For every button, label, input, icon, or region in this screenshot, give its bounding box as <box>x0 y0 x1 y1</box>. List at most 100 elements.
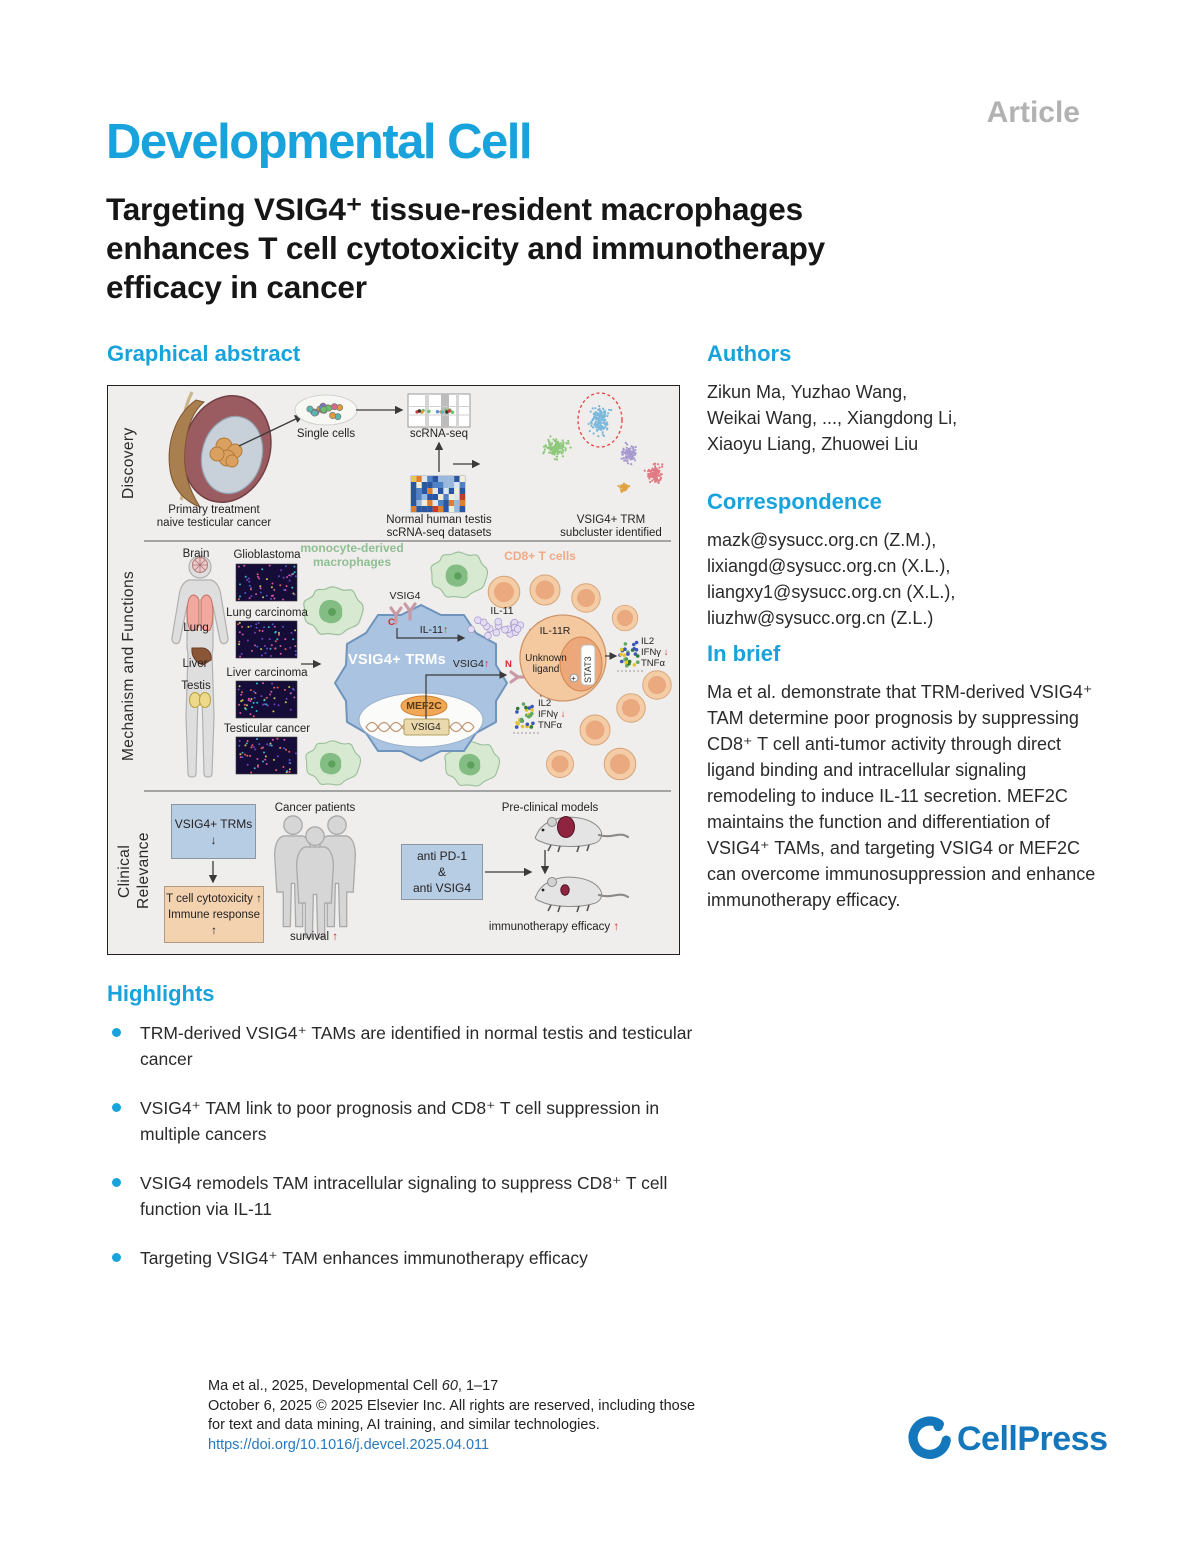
vsig4-trms-box: VSIG4+ TRMs ↓ <box>171 804 256 859</box>
umap-caption: subcluster identified <box>560 527 662 539</box>
il11-up-label: IL-11↑ <box>420 624 448 637</box>
citation-prefix: Ma et al., 2025, Developmental Cell <box>208 1378 442 1394</box>
paper-title: Targeting VSIG4⁺ tissue-resident macroph… <box>106 190 825 307</box>
row-label-mechanism: Mechanism and Functions <box>120 570 137 762</box>
decor-dots-layer <box>237 402 664 774</box>
bullet-icon <box>112 1253 121 1262</box>
highlights-heading: Highlights <box>107 981 215 1006</box>
down-arrow-icon: ↓ <box>663 647 669 658</box>
il2-label: IL2 <box>641 636 655 647</box>
micrograph-label: Lung carcinoma <box>226 607 308 619</box>
ifng-text: IFNγ <box>641 647 662 658</box>
tnfa-label: TNFα <box>641 658 665 669</box>
ifng-text: IFNγ <box>538 709 559 720</box>
in-brief-text: Ma et al. demonstrate that TRM-derived V… <box>707 682 1096 910</box>
highlights-list: TRM-derived VSIG4⁺ TAMs are identified i… <box>107 1020 702 1294</box>
correspondence-emails: mazk@sysucc.org.cn (Z.M.), lixiangd@sysu… <box>707 527 955 631</box>
box-text: VSIG4+ TRMs <box>174 816 253 831</box>
human-body-icon <box>171 555 229 778</box>
citation-volume: 60 <box>441 1378 458 1394</box>
patient-silhouettes <box>273 815 357 939</box>
up-arrow-icon: ↑ <box>442 624 449 636</box>
organ-label-lung: Lung <box>183 622 209 634</box>
author-line: Xiaoyu Liang, Zhuowei Liu <box>707 434 919 454</box>
author-line: Zikun Ma, Yuzhao Wang, <box>707 382 908 402</box>
anti-pd1-vsig4-box: anti PD-1 & anti VSIG4 <box>401 844 483 900</box>
correspondence-email: liuzhw@sysucc.org.cn (Z.L.) <box>707 608 934 628</box>
footer-citation: Ma et al., 2025, Developmental Cell 60, … <box>208 1377 695 1455</box>
up-arrow-icon: ↑ <box>613 921 620 933</box>
immunotherapy-label: immunotherapy efficacy ↑ <box>489 921 619 934</box>
arrow-icon <box>238 415 304 447</box>
highlight-item: VSIG4⁺ TAM link to poor prognosis and CD… <box>107 1095 702 1147</box>
up-arrow-icon: ↑ <box>256 892 262 905</box>
down-arrow-icon: ↓ <box>560 709 566 720</box>
author-line: Weikai Wang, ..., Xiangdong Li, <box>707 408 958 428</box>
micrograph-images <box>235 563 298 775</box>
umap-caption: VSIG4+ TRM <box>576 514 646 526</box>
authors-heading: Authors <box>707 341 792 366</box>
mef2c-oval <box>400 695 448 717</box>
tnfa-label: TNFα <box>538 720 562 731</box>
bullet-icon <box>112 1028 121 1037</box>
rights-line: for text and data mining, AI training, a… <box>208 1417 600 1433</box>
in-brief-heading: In brief <box>707 641 781 666</box>
scrnaseq-label: scRNA-seq <box>409 428 469 440</box>
bullet-icon <box>112 1103 121 1112</box>
il11-secretion-arrow <box>396 628 466 642</box>
stat3-pill <box>580 644 596 686</box>
ifng-label: IFNγ ↓ <box>641 647 668 658</box>
correspondence-heading: Correspondence <box>707 489 882 514</box>
vsig4-expression-arrow <box>425 671 508 719</box>
phospho-icon <box>569 673 579 683</box>
cellpress-logo: CellPress <box>906 1416 1108 1462</box>
brain-icon <box>192 557 208 573</box>
testis-caption: naive testicular cancer <box>156 517 272 529</box>
treated-mouse-icon <box>534 876 630 913</box>
doi-link[interactable]: https://doi.org/10.1016/j.devcel.2025.04… <box>208 1436 490 1453</box>
highlight-item: VSIG4 remodels TAM intracellular signali… <box>107 1170 702 1222</box>
tumor-mouse-icon <box>534 816 630 853</box>
highlight-text: TRM-derived VSIG4⁺ TAMs are identified i… <box>140 1023 693 1069</box>
cd8-tcells-label: CD8+ T cells <box>504 549 576 563</box>
lungs-icon <box>186 594 214 632</box>
vsig4-up-label: VSIG4↑ <box>453 658 489 671</box>
authors-list: Zikun Ma, Yuzhao Wang, Weikai Wang, ...,… <box>707 379 957 457</box>
tumor-icon <box>209 437 243 468</box>
rights-line: October 6, 2025 © 2025 Elsevier Inc. All… <box>208 1397 696 1414</box>
title-line: enhances T cell cytotoxicity and immunot… <box>106 230 825 266</box>
highlight-item: TRM-derived VSIG4⁺ TAMs are identified i… <box>107 1020 702 1072</box>
bullet-icon <box>112 1178 121 1187</box>
mef2c-label: MEF2C <box>406 700 442 712</box>
highlight-text: VSIG4⁺ TAM link to poor prognosis and CD… <box>140 1098 660 1144</box>
c-terminus-label: C <box>388 617 395 628</box>
vsig4-text: VSIG4 <box>452 658 484 670</box>
graphical-abstract-heading: Graphical abstract <box>107 341 301 366</box>
down-arrow-icon: ↓ <box>210 832 217 847</box>
tcell-response-box: T cell cytotoxicity ↑ Immune response ↑ <box>164 886 264 943</box>
stat3-label: STAT3 <box>583 656 593 683</box>
monocyte-macrophage-label: macrophages <box>312 555 392 569</box>
cancer-patients-label: Cancer patients <box>274 802 356 814</box>
micrograph-label: Glioblastoma <box>233 549 301 561</box>
preclinical-label: Pre-clinical models <box>501 802 599 814</box>
vsig4-receptor-label: VSIG4 <box>389 590 421 602</box>
survival-text: survival <box>290 931 330 943</box>
correspondence-email: mazk@sysucc.org.cn (Z.M.), <box>707 530 937 550</box>
up-arrow-icon: ↑ <box>483 658 490 670</box>
datasets-caption: scRNA-seq datasets <box>386 527 492 539</box>
box-text: anti VSIG4 <box>412 881 472 895</box>
up-arrow-icon: ↑ <box>332 931 338 943</box>
n-terminus-label: N <box>505 659 512 670</box>
phospho-label: + <box>571 674 576 683</box>
journal-logo: Developmental Cell <box>106 115 533 169</box>
micrograph-label: Testicular cancer <box>223 723 311 735</box>
testis-illustration <box>168 391 272 508</box>
testis-caption: Primary treatment <box>168 504 260 516</box>
box-text: & <box>437 865 446 879</box>
row-label-relevance: Relevance <box>135 832 152 910</box>
testes-icon <box>189 692 211 708</box>
unknown-ligand-label: ligand <box>532 664 560 675</box>
organ-label-liver: Liver <box>182 658 208 670</box>
cellpress-icon <box>908 1416 951 1459</box>
